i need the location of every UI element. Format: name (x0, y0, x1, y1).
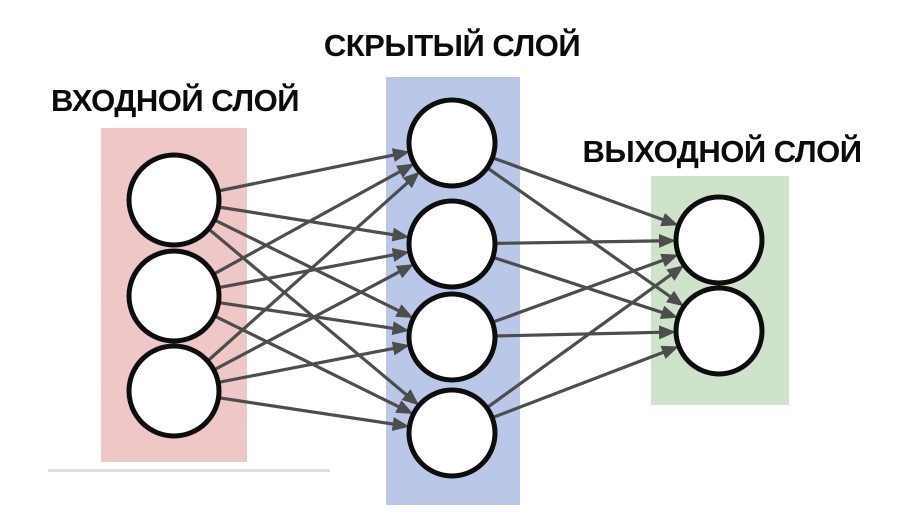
input-layer-label: ВХОДНОЙ СЛОЙ (50, 83, 300, 118)
connection-arrow (491, 345, 679, 420)
connection-arrow (218, 301, 410, 336)
hidden-neuron (406, 97, 498, 189)
connection-arrow (213, 218, 414, 318)
faint-line-artifact (48, 469, 330, 472)
connection-arrow (206, 171, 420, 363)
connection-arrow (492, 255, 679, 320)
input-neuron (126, 152, 222, 248)
hidden-neuron (406, 291, 498, 383)
input-neuron (126, 248, 222, 344)
connection-arrow (218, 396, 410, 431)
connection-arrow (486, 166, 684, 307)
connection-arrow (491, 156, 679, 227)
output-layer-label: ВЫХОДНОЙ СЛОЙ (582, 134, 862, 169)
output-neuron (673, 194, 765, 286)
hidden-neuron (406, 387, 498, 479)
output-neuron (673, 285, 765, 377)
connection-arrow (494, 233, 676, 248)
connection-arrow (491, 253, 679, 324)
connection-arrow (217, 148, 410, 193)
connection-arrow (213, 314, 414, 414)
connection-arrow (218, 205, 410, 242)
connection-arrow (485, 265, 685, 410)
connection-arrow (207, 227, 420, 406)
connection-arrow (494, 325, 676, 340)
connection-arrow (212, 163, 415, 276)
connection-arrow (217, 341, 410, 384)
input-neuron (126, 343, 222, 439)
hidden-layer-label: СКРЫТЫЙ СЛОЙ (323, 28, 581, 63)
connection-arrow (213, 264, 414, 372)
hidden-neuron (406, 198, 498, 290)
